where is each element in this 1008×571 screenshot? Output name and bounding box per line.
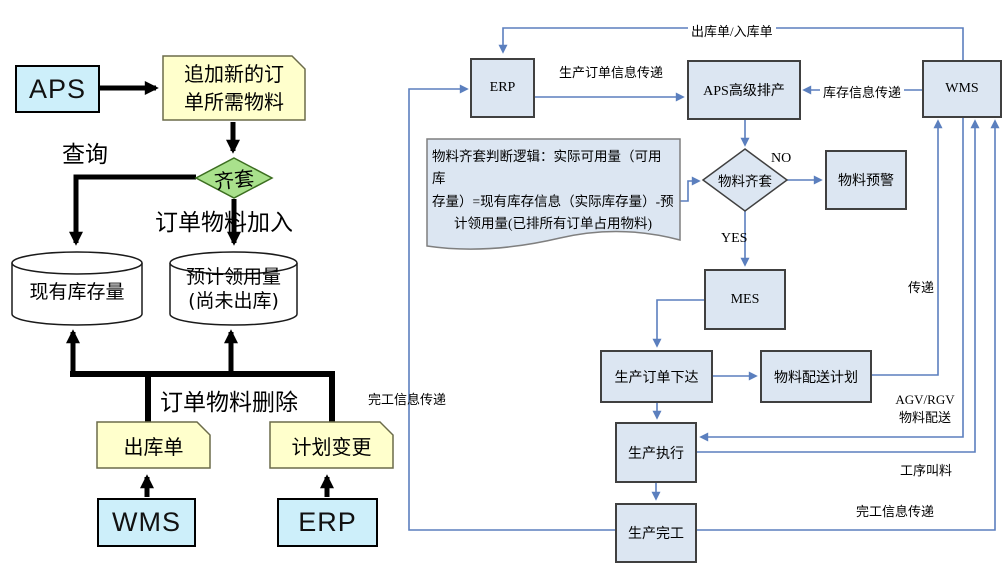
no-label: NO <box>771 151 792 166</box>
arrow-exec-to-wms-call <box>697 119 980 453</box>
production-done-node: 生产完工 <box>615 503 697 563</box>
yes-label: YES <box>721 231 748 246</box>
stock-cylinder-body <box>11 263 143 326</box>
production-exec-node: 生产执行 <box>615 422 697 483</box>
logic-note-line3: 计领用量(已排所有订单占用物料) <box>454 215 652 231</box>
query-label: 查询 <box>62 142 108 168</box>
stock-cylinder-top <box>11 251 143 275</box>
add-material-line2: 单所需物料 <box>184 90 284 114</box>
material-ready-diamond-label: 物料齐套 <box>718 174 772 189</box>
wms-node: WMS <box>922 60 1002 118</box>
erp-system-box: ERP <box>277 498 378 547</box>
wms-system-box: WMS <box>97 498 196 547</box>
arrow-delivery-to-wms <box>872 119 943 376</box>
process-call-label: 工序叫料 <box>900 463 953 478</box>
order-material-add-label: 订单物料加入 <box>155 210 293 236</box>
inventory-info-transfer-label: 库存信息传递 <box>820 82 905 101</box>
arrow-wms-to-exec-agv <box>699 118 964 442</box>
usage-cylinder-line2: (尚未出库) <box>188 290 279 312</box>
usage-cylinder-top <box>169 251 298 275</box>
material-ready-diamond-shape <box>701 148 789 212</box>
add-material-card-shape <box>162 55 306 121</box>
arrow-note-to-diamond <box>680 176 701 202</box>
usage-cylinder-body <box>169 263 298 326</box>
done-info-left-label: 完工信息传递 <box>368 392 447 407</box>
arrow-done-to-wms <box>697 119 1000 531</box>
mes-node: MES <box>704 269 786 330</box>
stock-cylinder-label: 现有库存量 <box>29 280 125 303</box>
done-info-right-label: 完工信息传递 <box>856 504 935 519</box>
order-info-transfer-label: 生产订单信息传递 <box>559 65 664 80</box>
arrow-done-to-erp <box>408 84 615 531</box>
logic-note-line1: 物料齐套判断逻辑：实际可用量（可用库 <box>432 149 662 187</box>
transfer-label: 传递 <box>908 280 935 295</box>
agv-rgv-line1: AGV/RGV <box>895 392 955 407</box>
usage-cylinder-line1: 预计领用量 <box>185 266 281 289</box>
order-release-node: 生产订单下达 <box>600 350 713 403</box>
add-material-card-label: 追加新的订 单所需物料 <box>166 60 302 116</box>
outbound-inbound-label: 出库单/入库单 <box>688 21 776 40</box>
material-warning-node: 物料预警 <box>825 150 907 210</box>
outbound-card-shape <box>96 421 211 469</box>
erp-node: ERP <box>470 58 535 118</box>
qitao-diamond-shape <box>194 157 274 199</box>
aps-system-box: APS <box>15 65 100 113</box>
arrow-mes-to-release <box>652 299 704 348</box>
agv-rgv-line2: 物料配送 <box>898 409 951 425</box>
logic-note-line2: 存量）=现有库存信息（实际库存量）-预 <box>432 193 674 209</box>
left-connectors <box>66 81 335 497</box>
logic-note-shape <box>426 138 681 250</box>
add-material-line1: 追加新的订 <box>184 62 284 86</box>
plan-change-card-shape <box>269 421 394 469</box>
logic-note-text: 物料齐套判断逻辑：实际可用量（可用库 存量）=现有库存信息（实际库存量）-预 计… <box>432 146 674 235</box>
arrow-query-to-stock-cylinder <box>69 174 196 246</box>
order-material-delete-label: 订单物料删除 <box>160 390 298 416</box>
delivery-plan-node: 物料配送计划 <box>760 350 872 403</box>
aps-scheduling-node: APS高级排产 <box>687 60 801 120</box>
usage-cylinder-label: 预计领用量 (尚未出库) <box>170 266 297 314</box>
plan-change-card-label: 计划变更 <box>291 434 372 459</box>
outbound-card-label: 出库单 <box>123 434 184 459</box>
agv-rgv-delivery-label: AGV/RGV 物料配送 <box>884 391 966 426</box>
